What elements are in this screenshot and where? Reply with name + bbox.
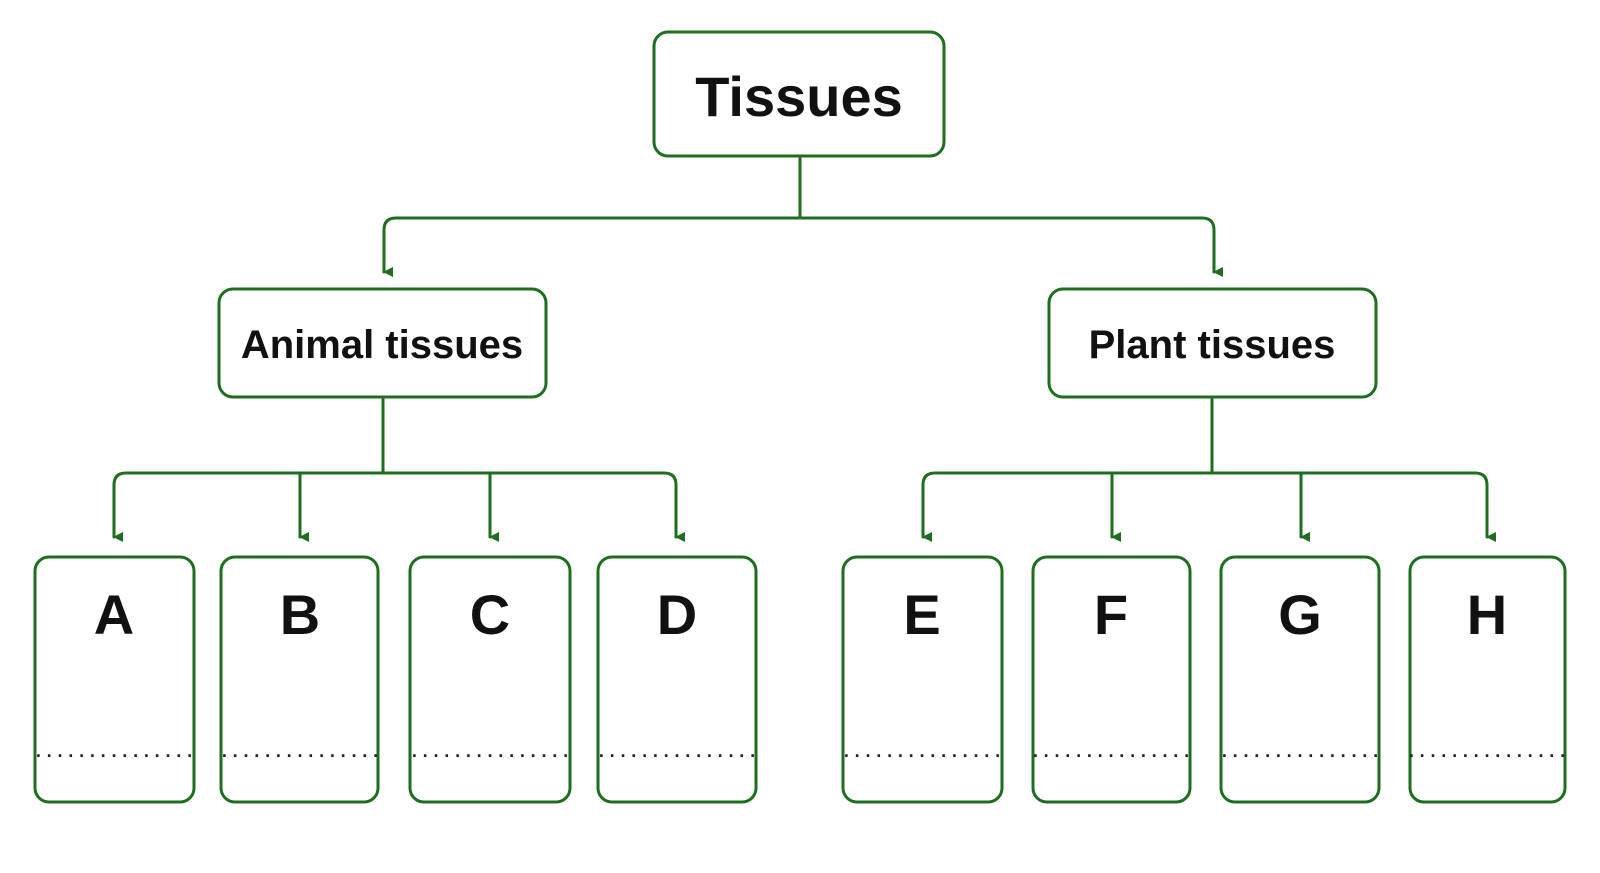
root-label: Tissues	[695, 65, 903, 128]
leaf-blank-b: ...............	[219, 743, 381, 763]
leaf-node-d: D ...............	[596, 555, 758, 804]
leaf-box-b	[219, 555, 380, 804]
group-box-animal	[217, 287, 548, 399]
group-label-plant: Plant tissues	[1089, 323, 1336, 367]
leaf-box-e	[841, 555, 1004, 804]
leaf-box-h	[1408, 555, 1567, 804]
leaf-blank-a: ...............	[33, 743, 195, 763]
leaf-blank-e: ...............	[841, 743, 1003, 763]
leaf-letter-d: D	[657, 583, 697, 646]
leaf-box-c	[408, 555, 572, 804]
connector-plant-to-e	[921, 471, 1214, 542]
animal-connectors	[112, 395, 685, 542]
leaf-node-c: C ...............	[408, 555, 572, 804]
leaf-box-a	[33, 555, 196, 804]
connector-plant-to-h	[1210, 471, 1496, 542]
leaf-letter-g: G	[1278, 583, 1322, 646]
leaf-node-b: B ...............	[219, 555, 381, 804]
root-box	[652, 30, 946, 158]
leaf-box-f	[1031, 555, 1192, 804]
leaf-letter-e: E	[903, 583, 940, 646]
leaf-node-g: G ...............	[1219, 555, 1381, 804]
leaf-letter-c: C	[470, 583, 510, 646]
group-node-animal: Animal tissues	[217, 287, 548, 399]
leaf-node-h: H ...............	[1406, 555, 1568, 804]
leaf-letter-a: A	[94, 583, 134, 646]
root-node: Tissues	[652, 30, 946, 158]
leaf-node-a: A ...............	[33, 555, 196, 804]
leaf-blank-d: ...............	[596, 743, 758, 763]
leaf-blank-g: ...............	[1219, 743, 1381, 763]
leaf-letter-b: B	[280, 583, 320, 646]
connector-animal-to-a	[112, 471, 385, 542]
group-label-animal: Animal tissues	[241, 323, 523, 367]
connector-root-to-animal	[382, 216, 802, 277]
connector-root-to-plant	[798, 216, 1223, 277]
connector-animal-to-d	[381, 471, 685, 542]
leaf-letter-h: H	[1467, 583, 1507, 646]
leaf-node-e: E ...............	[841, 555, 1004, 804]
root-connectors	[382, 154, 1223, 277]
group-node-plant: Plant tissues	[1047, 287, 1378, 399]
leaf-blank-f: ...............	[1030, 743, 1192, 763]
leaf-blank-c: ...............	[409, 743, 571, 763]
leaf-blank-h: ...............	[1406, 743, 1568, 763]
leaf-box-g	[1219, 555, 1381, 804]
group-box-plant	[1047, 287, 1378, 399]
leaf-letter-f: F	[1094, 583, 1128, 646]
plant-connectors	[921, 395, 1496, 542]
leaf-box-d	[596, 555, 758, 804]
leaf-node-f: F ...............	[1030, 555, 1192, 804]
